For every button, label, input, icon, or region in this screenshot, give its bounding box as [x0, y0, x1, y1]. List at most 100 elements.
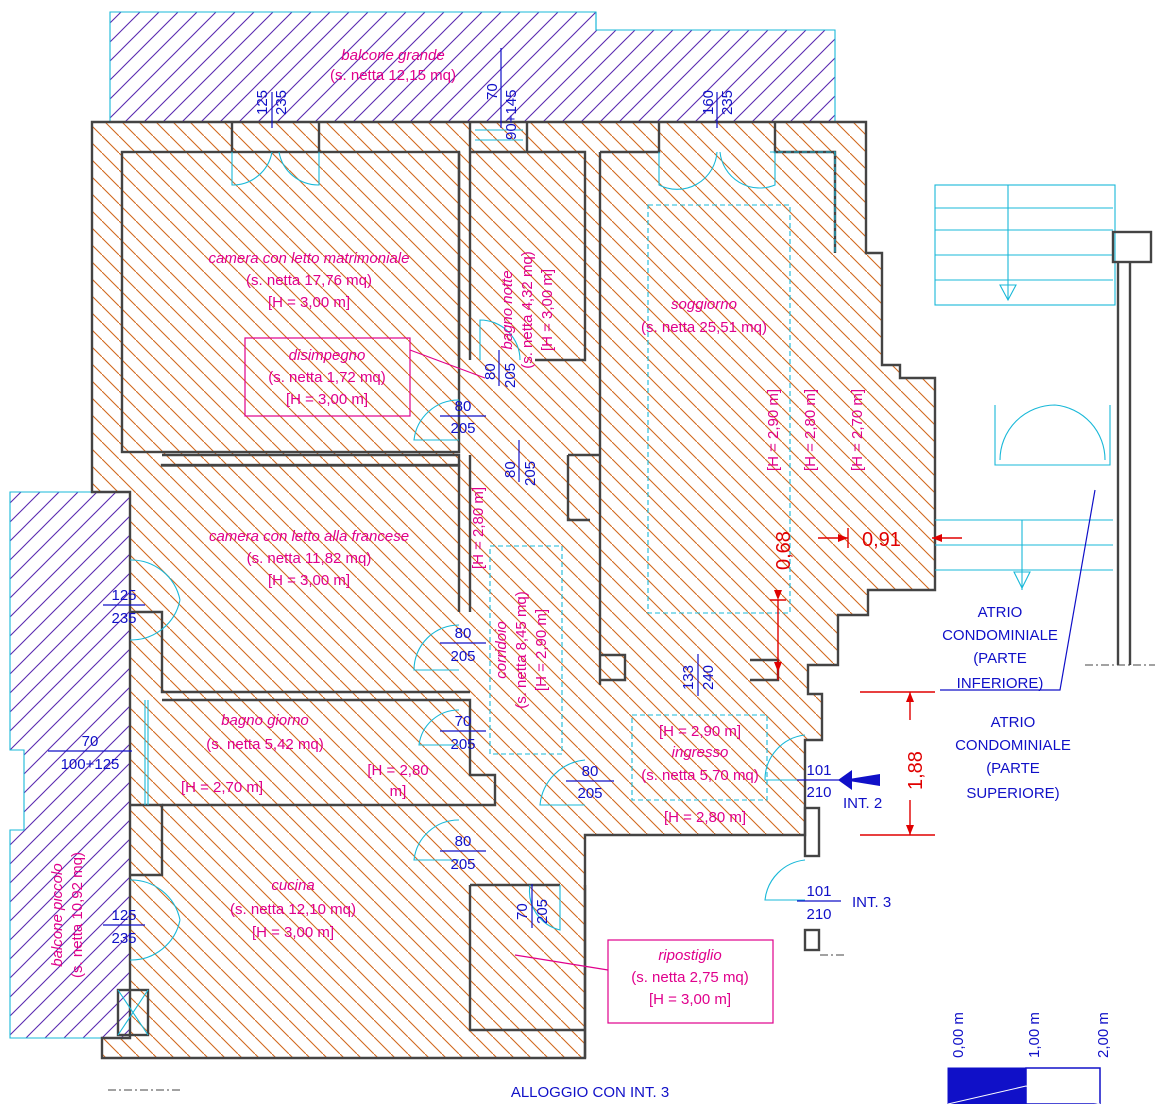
- soggiorno-name: soggiorno: [671, 296, 737, 313]
- svg-text:133: 133: [680, 665, 697, 690]
- svg-text:205: 205: [450, 856, 475, 873]
- svg-text:2,00 m: 2,00 m: [1095, 1012, 1112, 1058]
- svg-text:80: 80: [455, 625, 472, 642]
- svg-text:80: 80: [482, 363, 499, 380]
- svg-text:235: 235: [111, 610, 136, 627]
- ripostiglio-label-box: [607, 939, 774, 1024]
- svg-text:70: 70: [455, 713, 472, 730]
- svg-text:(PARTE: (PARTE: [986, 760, 1040, 777]
- camera-matrimoniale-name: camera con letto matrimoniale: [209, 250, 410, 267]
- disimpegno-area: (s. netta 1,72 mq): [268, 369, 386, 386]
- svg-text:205: 205: [450, 736, 475, 753]
- svg-text:101: 101: [806, 762, 831, 779]
- bagno-giorno-name: bagno giorno: [221, 712, 309, 729]
- svg-text:80: 80: [455, 833, 472, 850]
- bagno-notte-area: (s. netta 4,32 mq): [519, 251, 536, 369]
- svg-text:CONDOMINIALE: CONDOMINIALE: [955, 737, 1071, 754]
- balcone-grande-name: balcone grande: [341, 47, 444, 64]
- svg-text:70: 70: [514, 903, 531, 920]
- svg-text:70: 70: [484, 83, 501, 100]
- int3-label: INT. 3: [852, 894, 891, 911]
- camera-francese-name: camera con letto alla francese: [209, 528, 409, 545]
- svg-text:INFERIORE): INFERIORE): [957, 675, 1044, 692]
- svg-text:125: 125: [254, 90, 271, 115]
- svg-text:SUPERIORE): SUPERIORE): [966, 785, 1059, 802]
- ingresso-area: (s. netta 5,70 mq): [641, 767, 759, 784]
- svg-text:101: 101: [806, 883, 831, 900]
- camera-matrimoniale-area: (s. netta 17,76 mq): [246, 272, 372, 289]
- bagno-giorno-height-a: [H = 2,70 m]: [181, 779, 263, 796]
- ripostiglio-height: [H = 3,00 m]: [649, 991, 731, 1008]
- corridoio-height: [H = 2,90 m]: [533, 609, 550, 691]
- svg-text:90+145: 90+145: [503, 90, 520, 140]
- disimpegno-label-box: [244, 337, 411, 417]
- opening-dims: 125 235 70 90+145 160 235 80 205 80 205 …: [48, 48, 841, 947]
- svg-text:210: 210: [806, 906, 831, 923]
- plan-title: ALLOGGIO CON INT. 3: [511, 1084, 669, 1101]
- cucina-height: [H = 3,00 m]: [252, 924, 334, 941]
- svg-text:205: 205: [450, 648, 475, 665]
- svg-text:0,00 m: 0,00 m: [950, 1012, 967, 1058]
- svg-text:125: 125: [111, 587, 136, 604]
- svg-text:205: 205: [522, 461, 539, 486]
- dim-068: 0,68: [773, 531, 795, 570]
- svg-text:100+125: 100+125: [61, 756, 120, 773]
- svg-text:80: 80: [455, 398, 472, 415]
- svg-text:205: 205: [534, 899, 551, 924]
- camera-matrimoniale-height: [H = 3,00 m]: [268, 294, 350, 311]
- balcone-piccolo-name: balcone piccolo: [49, 863, 66, 966]
- bagno-notte-name: bagno notte: [499, 270, 516, 349]
- entry-arrow-icon: [838, 770, 880, 790]
- svg-text:210: 210: [806, 784, 831, 801]
- ingresso-height-top: [H = 2,90 m]: [659, 723, 741, 740]
- corridoio-area: (s. netta 8,45 mq): [513, 591, 530, 709]
- disimpegno-height: [H = 3,00 m]: [286, 391, 368, 408]
- int2-label: INT. 2: [843, 795, 882, 812]
- svg-text:235: 235: [719, 90, 736, 115]
- svg-text:235: 235: [273, 90, 290, 115]
- corridoio-vertical-height: [H = 2,80 m]: [470, 487, 487, 569]
- door-swings: [129, 12, 836, 961]
- cucina-name: cucina: [271, 877, 314, 894]
- svg-text:CONDOMINIALE: CONDOMINIALE: [942, 627, 1058, 644]
- bagno-giorno-height-b2: m]: [390, 783, 407, 800]
- soggiorno-height-a: [H = 2,90 m]: [765, 389, 782, 471]
- soggiorno-height-b: [H = 2,80 m]: [802, 389, 819, 471]
- svg-text:160: 160: [700, 90, 717, 115]
- svg-text:80: 80: [582, 763, 599, 780]
- camera-francese-height: [H = 3,00 m]: [268, 572, 350, 589]
- interior-walls: [116, 122, 837, 1058]
- svg-text:205: 205: [450, 420, 475, 437]
- svg-text:205: 205: [577, 785, 602, 802]
- svg-text:ATRIO: ATRIO: [978, 604, 1023, 621]
- staircase: [108, 184, 1155, 1091]
- room-labels: balcone grande (s. netta 12,15 mq) camer…: [49, 47, 866, 1008]
- camera-francese-area: (s. netta 11,82 mq): [247, 550, 372, 567]
- balcone-piccolo-area: (s. netta 10,92 mq): [69, 852, 86, 978]
- disimpegno-name: disimpegno: [289, 347, 366, 364]
- cucina-area: (s. netta 12,10 mq): [230, 901, 356, 918]
- dim-188: 1,88: [905, 751, 927, 790]
- bagno-giorno-area: (s. netta 5,42 mq): [206, 736, 324, 753]
- svg-text:125: 125: [111, 907, 136, 924]
- bagno-notte-height: [H = 3,00 m]: [539, 269, 556, 351]
- apartment-footprint: [90, 120, 937, 1060]
- svg-text:1,00 m: 1,00 m: [1026, 1012, 1043, 1058]
- dim-091: 0,91: [862, 529, 901, 551]
- bagno-giorno-height-b1: [H = 2,80: [367, 762, 428, 779]
- svg-text:80: 80: [502, 461, 519, 478]
- atrio-labels: ATRIO CONDOMINIALE (PARTE INFERIORE) ATR…: [940, 489, 1096, 802]
- svg-text:205: 205: [502, 363, 519, 388]
- balcone-grande-area: (s. netta 12,15 mq): [330, 67, 456, 84]
- ripostiglio-area: (s. netta 2,75 mq): [631, 969, 749, 986]
- scale-bar: 0,00 m 1,00 m 2,00 m: [947, 1012, 1112, 1104]
- svg-text:235: 235: [111, 930, 136, 947]
- svg-text:240: 240: [700, 665, 717, 690]
- soggiorno-height-c: [H = 2,70 m]: [849, 389, 866, 471]
- ripostiglio-name: ripostiglio: [658, 947, 721, 964]
- ingresso-height-bottom: [H = 2,80 m]: [664, 809, 746, 826]
- corridoio-name: corridoio: [493, 621, 510, 679]
- red-dimensions: 0,68 0,91 1,88: [770, 528, 962, 836]
- svg-text:70: 70: [82, 733, 99, 750]
